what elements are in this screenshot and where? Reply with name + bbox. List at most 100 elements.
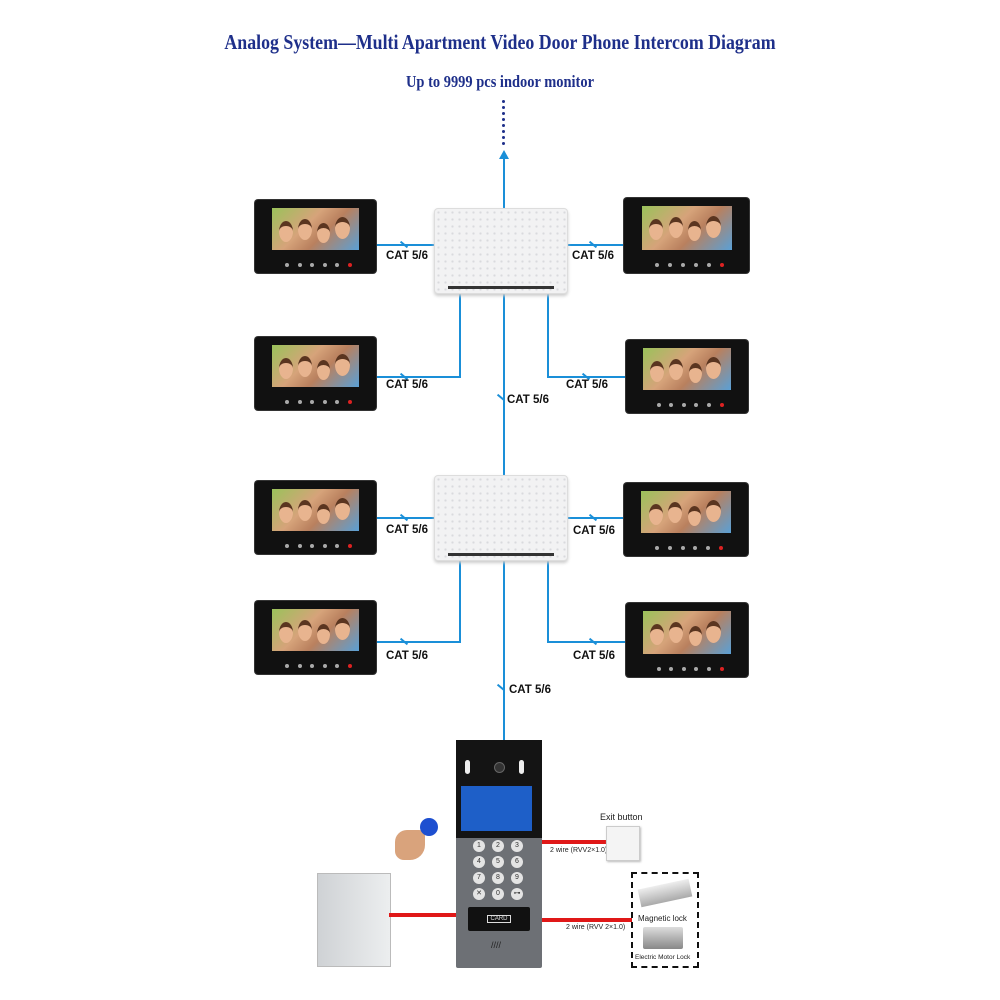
- exit-button: [606, 826, 640, 861]
- cable-line: [503, 558, 505, 740]
- monitor-screen: [271, 489, 360, 532]
- family-photo-face: [317, 503, 331, 524]
- monitor-button-icon: [285, 664, 290, 669]
- lock-cable: [542, 918, 632, 922]
- monitor-buttons: [656, 667, 724, 672]
- diagram-title: Analog System—Multi Apartment Video Door…: [224, 30, 776, 54]
- monitor-button-icon: [335, 263, 340, 268]
- monitor-button-icon: [719, 546, 724, 551]
- family-photo-face: [334, 217, 350, 240]
- indoor-monitor: [255, 337, 376, 410]
- monitor-button-icon: [285, 263, 290, 268]
- arrow-up-icon: [499, 150, 509, 159]
- family-photo-face: [706, 215, 722, 238]
- monitor-button-icon: [335, 544, 340, 549]
- family-photo-face: [298, 619, 313, 641]
- speaker-grille: ////: [491, 940, 502, 950]
- monitor-screen: [271, 609, 360, 652]
- cable-label: CAT 5/6: [572, 250, 614, 262]
- cable-line: [547, 558, 549, 643]
- keypad-key: 2: [492, 840, 504, 852]
- monitor-button-icon: [322, 263, 327, 268]
- keypad-key: 4: [473, 856, 485, 868]
- indoor-monitor: [255, 200, 376, 273]
- monitor-button-icon: [322, 664, 327, 669]
- lock-wire-label: 2 wire (RVV 2×1.0): [566, 924, 626, 931]
- monitor-button-icon: [310, 400, 315, 405]
- family-photo-face: [334, 354, 350, 377]
- power-supply: [317, 873, 391, 967]
- family-photo-face: [669, 621, 684, 643]
- monitor-button-icon: [668, 263, 673, 267]
- cable-line: [503, 292, 505, 475]
- monitor-buttons: [285, 263, 352, 268]
- monitor-button-icon: [285, 544, 290, 549]
- family-photo-face: [317, 359, 331, 380]
- monitor-buttons: [656, 403, 724, 408]
- indoor-monitor: [626, 340, 748, 413]
- keypad-key: 7: [473, 872, 485, 884]
- cable-label: CAT 5/6: [566, 379, 608, 391]
- monitor-button-icon: [655, 263, 660, 267]
- monitor-button-icon: [680, 546, 685, 551]
- monitor-button-icon: [310, 664, 315, 669]
- family-photo-face: [278, 621, 293, 643]
- indoor-monitor: [624, 483, 748, 556]
- family-photo-face: [334, 618, 350, 641]
- monitor-button-icon: [310, 544, 315, 549]
- monitor-screen: [641, 491, 731, 534]
- exit-button-cable: [542, 840, 606, 844]
- keypad-key: ⊶: [511, 888, 523, 900]
- monitor-button-icon: [347, 400, 352, 405]
- network-switch: [434, 208, 568, 294]
- electric-motor-lock-label: Electric Motor Lock: [635, 954, 691, 961]
- monitor-screen: [643, 348, 731, 391]
- monitor-button-icon: [347, 544, 352, 549]
- family-photo-face: [650, 623, 665, 645]
- monitor-button-icon: [335, 664, 340, 669]
- keypad-key: 3: [511, 840, 523, 852]
- family-photo-face: [687, 505, 701, 526]
- monitor-button-icon: [310, 263, 315, 268]
- family-photo-face: [688, 626, 702, 647]
- keypad-key: 1: [473, 840, 485, 852]
- continuation-dot: [502, 106, 505, 109]
- card-label: CARD: [487, 915, 511, 923]
- family-photo-face: [298, 355, 313, 377]
- keypad-key: ✕: [473, 888, 485, 900]
- monitor-buttons: [285, 664, 352, 669]
- continuation-dot: [502, 100, 505, 103]
- monitor-button-icon: [719, 263, 724, 267]
- monitor-screen: [271, 345, 360, 388]
- monitor-button-icon: [656, 403, 661, 408]
- family-photo-face: [688, 221, 702, 242]
- continuation-dot: [502, 136, 505, 139]
- indoor-monitor: [626, 603, 748, 677]
- diagram-subtitle: Up to 9999 pcs indoor monitor: [405, 72, 595, 91]
- switch-port-slot: [448, 553, 554, 556]
- door-station-screen: [461, 786, 532, 831]
- keypad-key: 9: [511, 872, 523, 884]
- monitor-button-icon: [707, 263, 711, 267]
- keypad-key: 8: [492, 872, 504, 884]
- monitor-button-icon: [322, 400, 327, 405]
- card-reader: CARD: [468, 907, 530, 931]
- monitor-button-icon: [706, 667, 711, 672]
- family-photo-face: [706, 620, 722, 643]
- monitor-button-icon: [285, 400, 290, 405]
- monitor-buttons: [285, 400, 352, 405]
- family-photo-face: [278, 357, 293, 379]
- family-photo-face: [317, 623, 331, 644]
- monitor-button-icon: [297, 400, 302, 405]
- monitor-screen: [641, 206, 732, 250]
- family-photo-face: [648, 503, 663, 525]
- continuation-dot: [502, 124, 505, 127]
- cable-line: [503, 155, 505, 208]
- family-photo-face: [705, 500, 721, 523]
- monitor-button-icon: [706, 403, 711, 408]
- monitor-button-icon: [719, 403, 724, 408]
- monitor-button-icon: [694, 667, 699, 672]
- family-photo-face: [668, 501, 683, 523]
